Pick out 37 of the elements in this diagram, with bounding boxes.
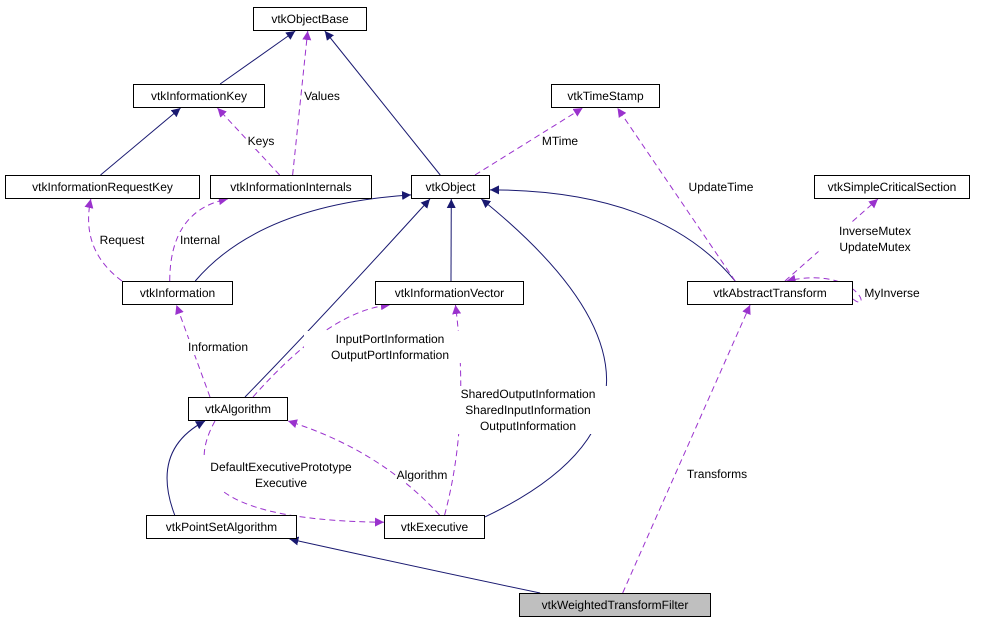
class-box: vtkInformationRequestKey	[5, 175, 200, 199]
inheritance-arrow	[490, 186, 736, 282]
class-box: vtkInformation	[122, 281, 233, 305]
edge-label: Algorithm	[396, 467, 448, 483]
inheritance-arrow	[288, 536, 541, 594]
usage-arrow	[617, 108, 736, 282]
class-box: vtkInformationKey	[133, 84, 265, 108]
class-box: vtkTimeStamp	[551, 84, 660, 108]
inheritance-arrow	[100, 108, 182, 176]
class-box: vtkInformationInternals	[210, 175, 372, 199]
class-box: vtkAlgorithm	[188, 397, 288, 421]
usage-arrow	[216, 108, 280, 176]
usage-arrow	[292, 30, 312, 176]
inheritance-arrow	[194, 191, 412, 282]
class-box: vtkInformationVector	[375, 281, 524, 305]
usage-arrow	[84, 198, 122, 282]
inheritance-arrow	[244, 198, 430, 398]
usage-arrow	[169, 196, 228, 282]
inheritance-arrow	[220, 30, 296, 84]
class-box: vtkPointSetAlgorithm	[146, 515, 297, 539]
class-box: vtkAbstractTransform	[687, 281, 853, 305]
usage-arrow	[474, 108, 584, 176]
usage-arrow	[175, 304, 210, 398]
edge-label: UpdateTime	[688, 179, 754, 195]
class-box: vtkWeightedTransformFilter	[519, 593, 711, 617]
class-box: vtkExecutive	[384, 515, 485, 539]
class-box: vtkObject	[411, 175, 490, 199]
usage-arrow	[786, 275, 862, 303]
inheritance-arrow	[324, 30, 441, 176]
inheritance-arrow	[446, 198, 456, 282]
inheritance-arrow	[166, 420, 206, 516]
class-box: vtkObjectBase	[253, 7, 367, 31]
class-box: vtkSimpleCriticalSection	[814, 175, 970, 199]
edge-label: Information	[186, 339, 250, 355]
usage-arrow	[288, 420, 440, 516]
inheritance-arrow	[480, 198, 608, 518]
usage-arrow	[622, 304, 751, 594]
